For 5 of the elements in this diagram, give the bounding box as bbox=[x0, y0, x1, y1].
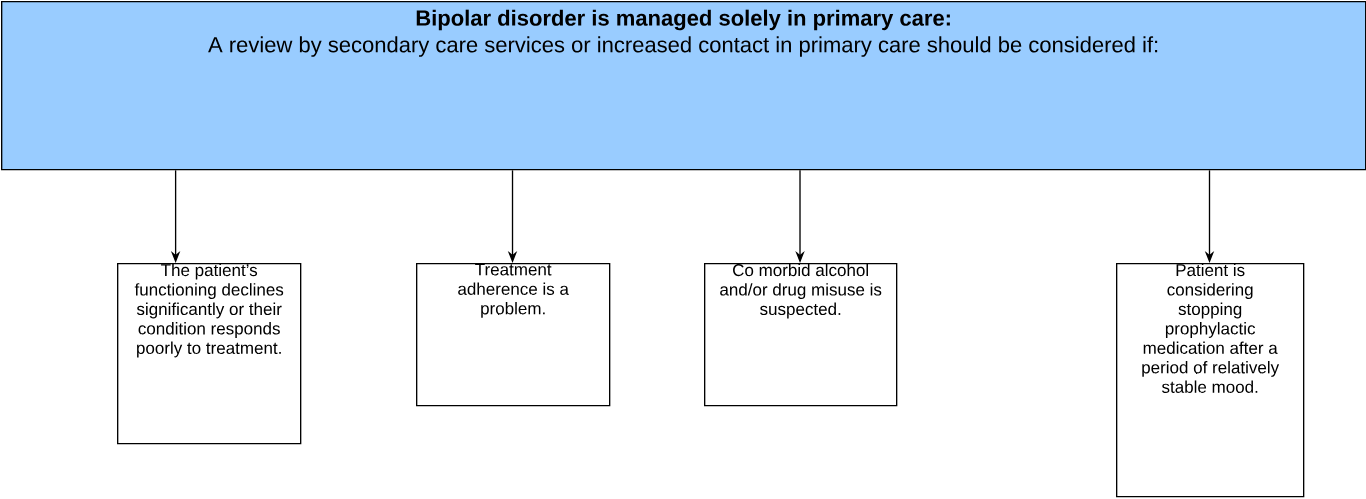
criterion-box: Treatment adherence is a problem. bbox=[416, 263, 611, 407]
criterion-box: The patient’s functioning declines significantly or their condition responds poorly to treatment. bbox=[117, 263, 302, 445]
criterion-box: Co morbid alcohol and/or drug misuse is suspected. bbox=[704, 263, 898, 407]
criterion-box: Patient is considering stopping prophylactic medication after a period of relatively stable mood. bbox=[1116, 263, 1305, 498]
header-box: Bipolar disorder is managed solely in primary care: A review by secondary care services or increased contact in primary care should be considered if: bbox=[1, 1, 1366, 171]
